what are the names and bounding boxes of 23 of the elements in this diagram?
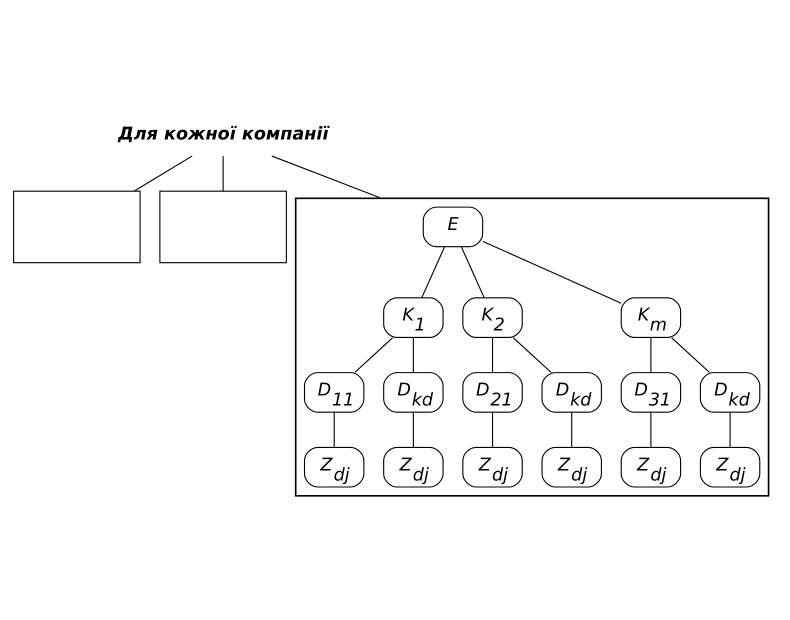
connector	[133, 155, 192, 192]
connector	[420, 246, 445, 298]
connector	[670, 336, 710, 372]
connector	[222, 156, 224, 190]
connector	[460, 246, 484, 298]
node-text: Для кожної компанії	[118, 124, 328, 144]
connector	[492, 337, 493, 372]
connector	[412, 337, 414, 372]
node-box	[12, 190, 140, 263]
connector	[271, 155, 382, 198]
connector	[650, 337, 651, 372]
connector	[729, 412, 730, 446]
node-box: E	[422, 206, 483, 247]
node-box	[158, 190, 286, 263]
connector	[412, 412, 414, 446]
connector	[333, 412, 334, 446]
connector	[492, 412, 493, 446]
connector	[512, 336, 551, 372]
cluster	[294, 197, 769, 496]
connector	[650, 412, 651, 446]
connector	[354, 336, 392, 372]
connector	[570, 412, 572, 446]
connector	[482, 240, 621, 304]
